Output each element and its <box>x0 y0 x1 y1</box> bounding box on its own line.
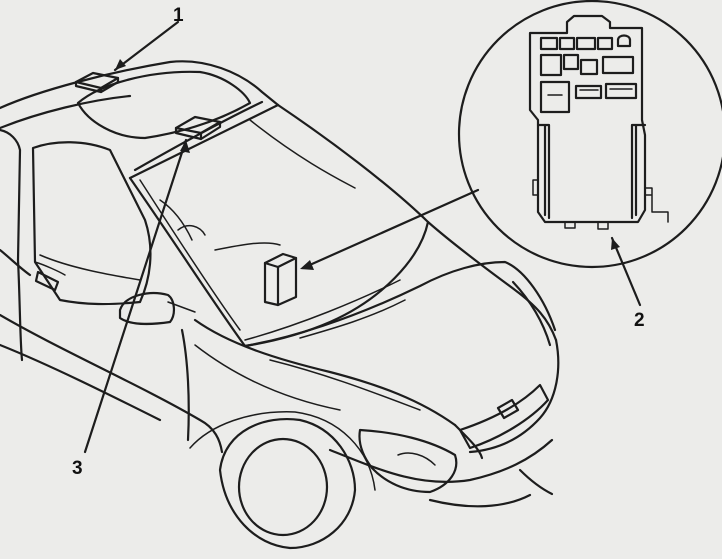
car-body <box>0 60 560 550</box>
callout-label-1: 1 <box>173 5 184 26</box>
callout-label-3: 3 <box>72 458 83 479</box>
grille <box>458 383 550 450</box>
side-mirror <box>118 292 175 325</box>
component-3-box <box>174 115 222 141</box>
callout-label-2: 2 <box>634 310 645 331</box>
component-1-box <box>74 71 120 94</box>
magnifier-circle <box>457 0 722 269</box>
sunroof <box>76 70 252 140</box>
side-window <box>31 141 152 306</box>
leader-lines <box>83 20 642 454</box>
hood <box>243 260 557 348</box>
front-wheel <box>218 418 357 550</box>
windshield <box>128 103 430 348</box>
component-2-box <box>263 252 298 307</box>
fuse-box-detail <box>528 14 669 230</box>
